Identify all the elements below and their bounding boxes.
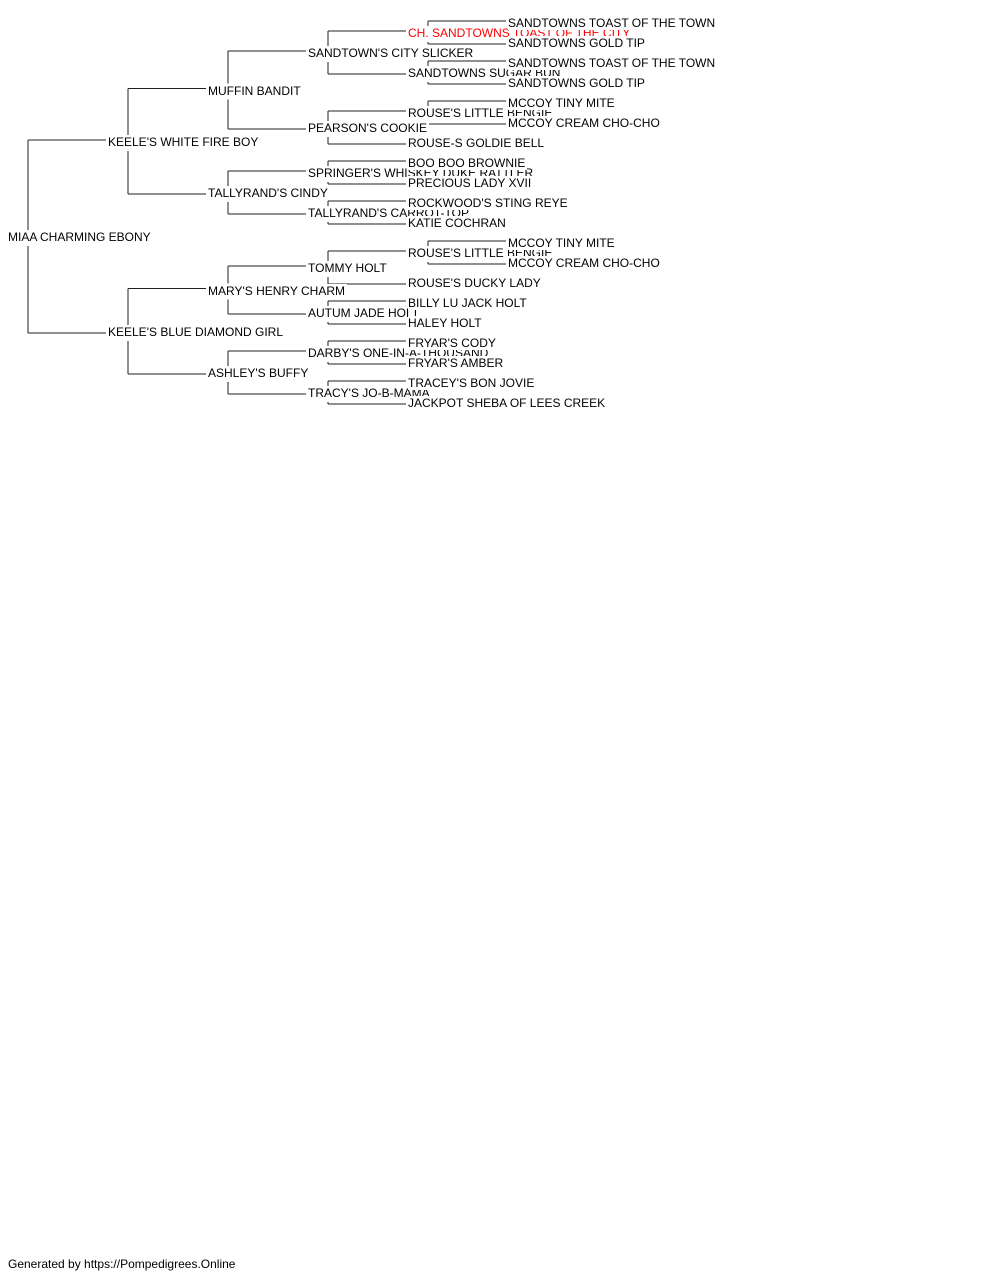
pedigree-node: SANDTOWN'S CITY SLICKER [308, 46, 476, 60]
pedigree-node: BOO BOO BROWNIE [408, 156, 528, 170]
pedigree-node: TOMMY HOLT [308, 261, 389, 275]
pedigree-node: TRACEY'S BON JOVIE [408, 376, 537, 390]
pedigree-node: ASHLEY'S BUFFY [208, 366, 311, 380]
pedigree-node: MIAA CHARMING EBONY [8, 229, 153, 244]
pedigree-node: AUTUM JADE HOLT [308, 306, 422, 320]
pedigree-node: PRECIOUS LADY XVII [408, 176, 534, 190]
pedigree-node: MCCOY TINY MITE [508, 96, 617, 110]
pedigree-node: HALEY HOLT [408, 316, 484, 330]
pedigree-node: PEARSON'S COOKIE [308, 121, 429, 135]
pedigree-node: SANDTOWNS TOAST OF THE TOWN [508, 56, 718, 70]
footer-credit: Generated by https://Pompedigrees.Online [8, 1257, 236, 1271]
pedigree-node: MCCOY TINY MITE [508, 236, 617, 250]
pedigree-node: SANDTOWNS GOLD TIP [508, 76, 647, 90]
pedigree-node: BILLY LU JACK HOLT [408, 296, 529, 310]
pedigree-node: SANDTOWNS TOAST OF THE TOWN [508, 16, 718, 30]
pedigree-node: KEELE'S WHITE FIRE BOY [108, 134, 261, 149]
pedigree-node: FRYAR'S CODY [408, 336, 498, 350]
pedigree-node: JACKPOT SHEBA OF LEES CREEK [408, 396, 608, 410]
pedigree-node: MARY'S HENRY CHARM [208, 283, 347, 298]
pedigree-node: FRYAR'S AMBER [408, 356, 506, 370]
pedigree-node: MCCOY CREAM CHO-CHO [508, 256, 662, 270]
pedigree-node: MCCOY CREAM CHO-CHO [508, 116, 662, 130]
pedigree-node: ROUSE-S GOLDIE BELL [408, 136, 547, 150]
pedigree-node: TALLYRAND'S CINDY [208, 186, 330, 200]
pedigree-node: ROUSE'S DUCKY LADY [408, 276, 543, 290]
pedigree-node: ROCKWOOD'S STING REYE [408, 196, 570, 210]
pedigree-node: KEELE'S BLUE DIAMOND GIRL [108, 324, 286, 339]
pedigree-node: SANDTOWNS GOLD TIP [508, 36, 647, 50]
pedigree-node: TRACY'S JO-B-MAMA [308, 386, 432, 400]
pedigree-node: KATIE COCHRAN [408, 216, 508, 230]
pedigree-node: MUFFIN BANDIT [208, 83, 303, 98]
